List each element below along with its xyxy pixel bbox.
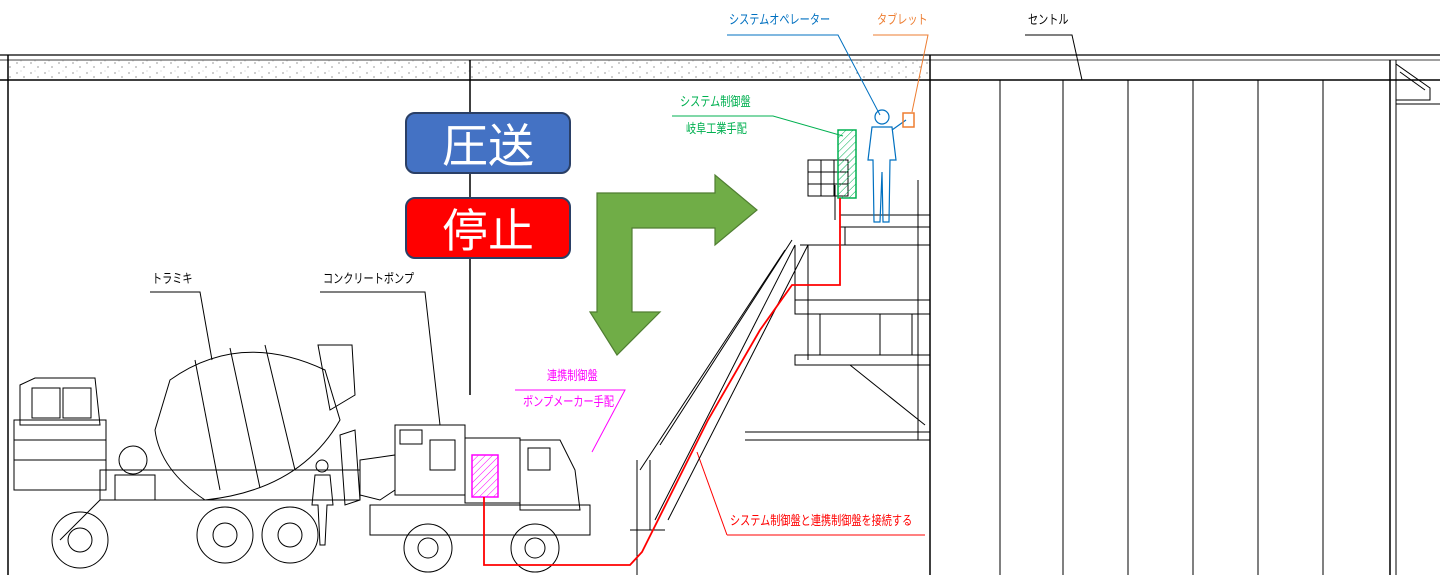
label-truck-mixer: トラミキ bbox=[152, 272, 193, 287]
access-stair-platform bbox=[630, 159, 931, 575]
flow-arrow bbox=[588, 173, 758, 356]
label-centle: セントル bbox=[1028, 13, 1069, 28]
label-concrete-pump: コンクリートポンプ bbox=[323, 272, 414, 287]
concrete-pump-drawing bbox=[359, 424, 591, 573]
tablet-device bbox=[902, 112, 915, 128]
label-tablet: タブレット bbox=[877, 13, 928, 28]
label-link-panel-sub: ポンプメーカー手配 bbox=[523, 395, 614, 410]
system-operator-figure bbox=[867, 109, 907, 223]
stop-button[interactable]: 停止 bbox=[405, 197, 571, 259]
centle-formwork bbox=[999, 60, 1440, 575]
label-system-panel: システム制御盤 bbox=[680, 95, 751, 110]
truck-mixer-drawing bbox=[13, 344, 361, 569]
connection-cable bbox=[483, 198, 841, 566]
label-system-panel-sub: 岐阜工業手配 bbox=[686, 122, 747, 137]
label-connect-note: システム制御盤と連携制御盤を接続する bbox=[730, 514, 913, 529]
link-control-panel bbox=[471, 454, 499, 498]
tunnel-lining bbox=[0, 54, 1440, 575]
start-pumping-button[interactable]: 圧送 bbox=[405, 112, 571, 174]
label-link-panel: 連携制御盤 bbox=[547, 369, 598, 384]
label-system-operator: システムオペレーター bbox=[729, 13, 831, 28]
leader-lines bbox=[150, 34, 1083, 536]
system-control-panel bbox=[837, 129, 857, 199]
